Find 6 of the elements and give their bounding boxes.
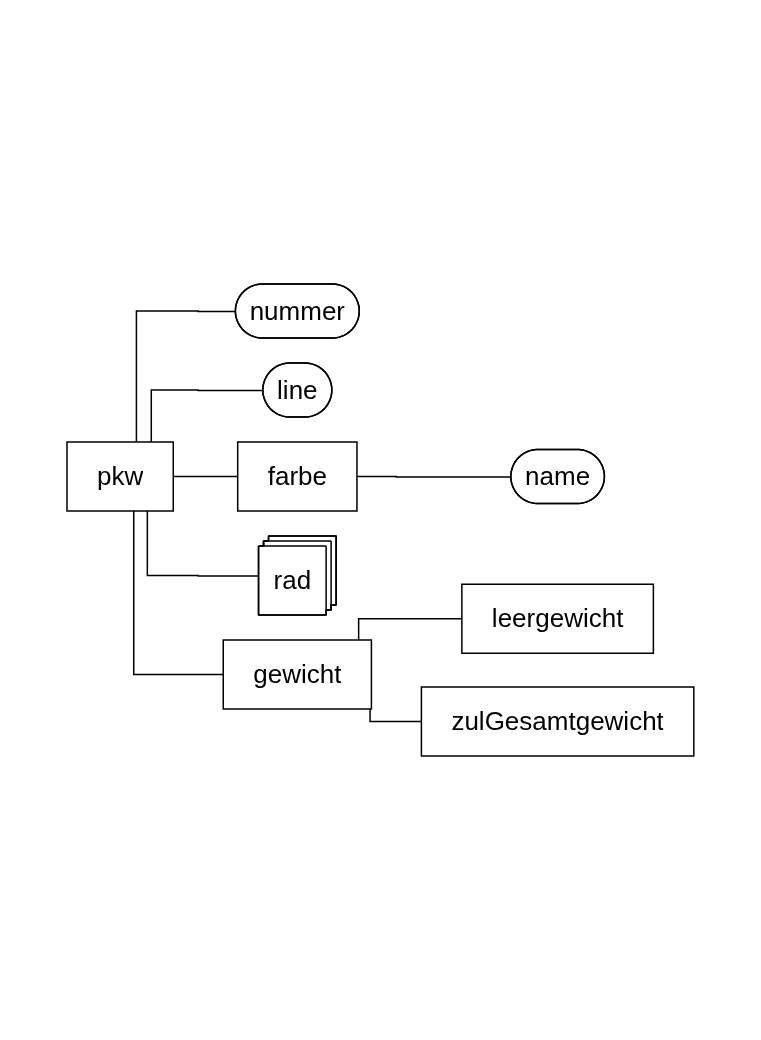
node-box: gewicht [222, 639, 373, 710]
node-box: zulGesamtgewicht [420, 686, 695, 757]
node-box: leergewicht [461, 583, 655, 654]
node-box: pkw [66, 441, 175, 512]
node-box: farbe [237, 441, 358, 512]
connector [146, 510, 260, 577]
